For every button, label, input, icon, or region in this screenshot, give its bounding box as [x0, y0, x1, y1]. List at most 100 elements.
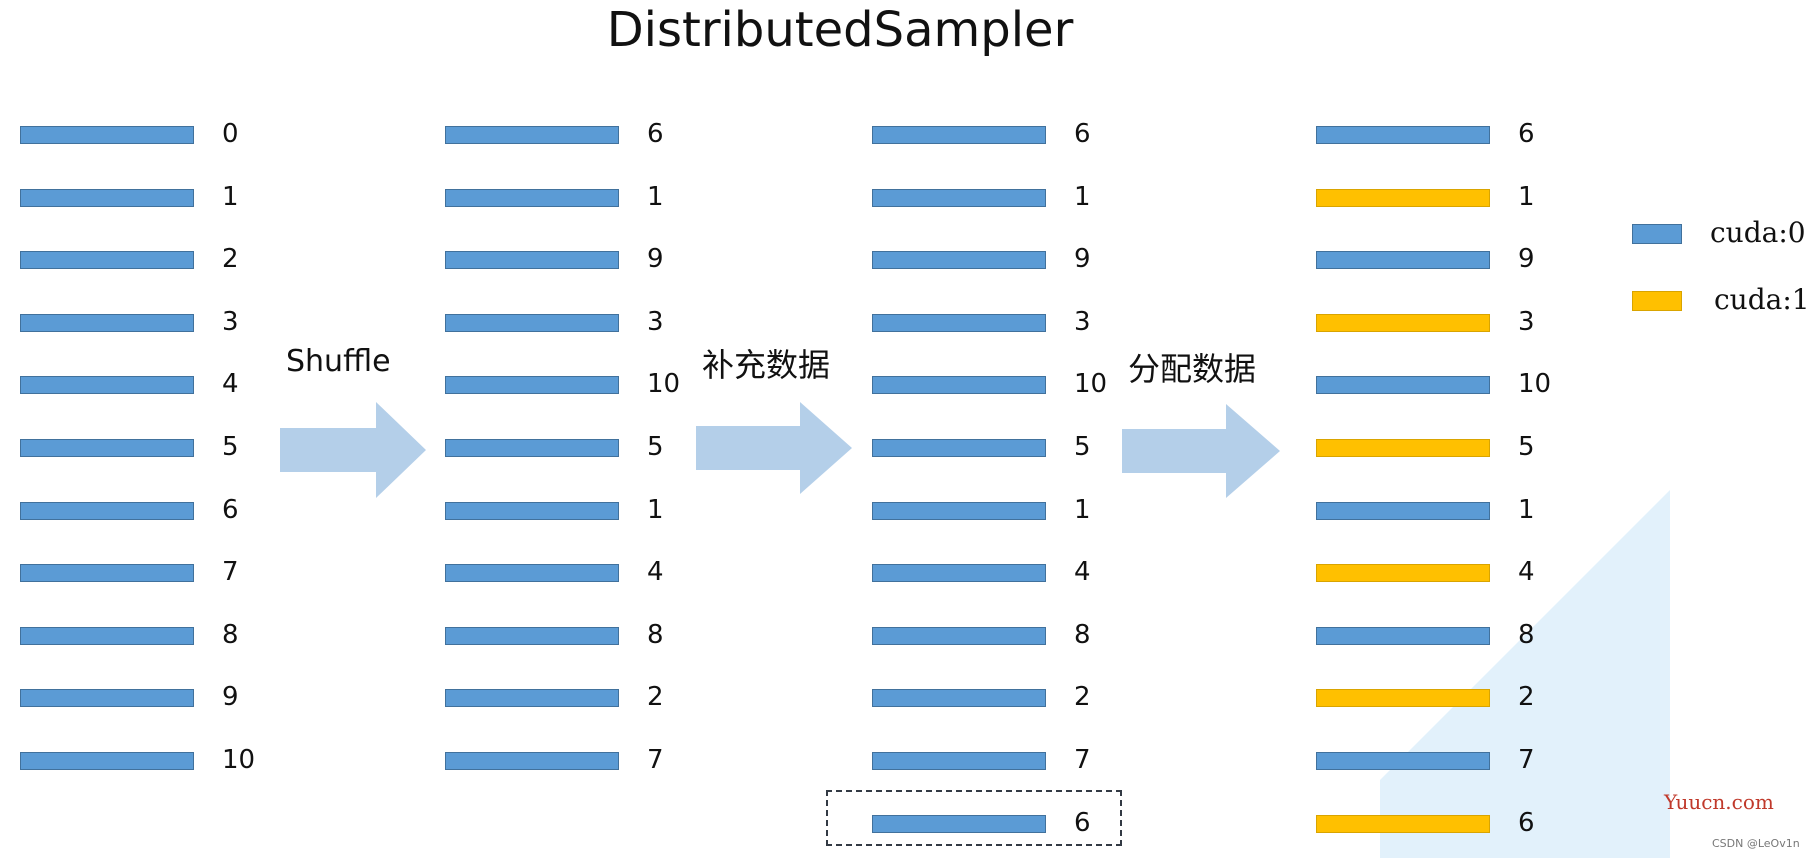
sample-row: 9 [445, 239, 765, 279]
sample-bar [1316, 188, 1490, 207]
sample-bar [445, 439, 619, 457]
sample-bar [1316, 251, 1490, 270]
arrow-right-icon [696, 402, 852, 494]
sample-row: 3 [445, 302, 765, 342]
sample-bar [445, 564, 619, 583]
sample-bar [1316, 689, 1490, 708]
sample-bar [1316, 501, 1490, 520]
sample-bar [872, 564, 1046, 583]
sample-bar [1316, 313, 1490, 332]
sample-bar [20, 188, 194, 207]
sample-index-label: 1 [222, 181, 239, 212]
sample-bar [445, 251, 619, 270]
sample-bar [1316, 439, 1490, 457]
sample-index-label: 3 [647, 306, 664, 337]
sample-index-label: 9 [1074, 244, 1091, 275]
sample-bar [20, 313, 194, 332]
sample-index-label: 10 [647, 369, 681, 400]
sample-index-label: 5 [647, 432, 664, 462]
sample-row: 7 [20, 552, 340, 592]
sample-index-label: 1 [1518, 494, 1535, 525]
sample-row: 2 [1316, 677, 1636, 717]
sample-index-label: 8 [647, 619, 664, 650]
sample-row: 1 [872, 490, 1192, 530]
sample-row: 9 [872, 239, 1192, 279]
sample-index-label: 4 [1074, 557, 1091, 588]
sample-bar [20, 251, 194, 270]
sample-bar [20, 626, 194, 645]
sample-bar [872, 501, 1046, 520]
sample-row: 6 [1316, 803, 1636, 843]
step-label-shuffle: Shuffle [286, 344, 391, 379]
legend-label-cuda-0: cuda:0 [1710, 216, 1806, 249]
sample-row: 1 [1316, 177, 1636, 217]
watermark-text: Yuucn.com [1664, 790, 1774, 814]
sample-bar [20, 376, 194, 395]
sample-row: 8 [1316, 615, 1636, 655]
sample-row: 2 [20, 239, 340, 279]
sample-row: 5 [1316, 427, 1636, 467]
credit-text: CSDN @LeOv1n [1712, 837, 1800, 850]
sample-bar [20, 689, 194, 708]
sample-index-label: 5 [1074, 432, 1091, 462]
sample-index-label: 10 [1518, 369, 1552, 400]
sample-row: 3 [1316, 302, 1636, 342]
sample-bar [872, 439, 1046, 457]
sample-index-label: 2 [1518, 682, 1535, 713]
sample-index-label: 9 [222, 682, 239, 713]
step-label-pad-data: 补充数据 [702, 346, 831, 384]
sample-row: 0 [20, 114, 340, 154]
sample-bar [1316, 126, 1490, 144]
legend-swatch-cuda-0 [1632, 224, 1682, 244]
sample-bar [872, 251, 1046, 270]
sample-row: 5 [872, 427, 1192, 467]
sample-bar [872, 626, 1046, 645]
sample-row: 6 [872, 114, 1192, 154]
sample-index-label: 7 [647, 745, 664, 775]
sample-bar [1316, 814, 1490, 833]
sample-bar [445, 689, 619, 708]
sample-row: 6 [445, 114, 765, 154]
sample-index-label: 3 [1074, 306, 1091, 337]
legend-swatch-cuda-1 [1632, 291, 1682, 311]
sample-row: 10 [20, 740, 340, 780]
sample-index-label: 1 [647, 181, 664, 212]
decorative-triangle [1380, 490, 1670, 858]
sample-row: 8 [20, 615, 340, 655]
arrow-right-icon [1122, 404, 1280, 498]
sample-row: 10 [1316, 364, 1636, 404]
sample-index-label: 2 [647, 682, 664, 713]
sample-index-label: 6 [1518, 119, 1535, 149]
sample-row: 4 [1316, 552, 1636, 592]
sample-bar [445, 626, 619, 645]
sample-row: 8 [445, 615, 765, 655]
sample-index-label: 9 [1518, 244, 1535, 275]
sample-index-label: 6 [1518, 807, 1535, 838]
sample-row: 3 [872, 302, 1192, 342]
padded-item-highlight [826, 790, 1122, 846]
sample-index-label: 10 [1074, 369, 1108, 400]
sample-bar [20, 752, 194, 770]
sample-bar [445, 752, 619, 770]
sample-bar [872, 376, 1046, 395]
sample-row: 1 [872, 177, 1192, 217]
sample-bar [445, 188, 619, 207]
sample-row: 4 [20, 364, 340, 404]
sample-index-label: 1 [647, 494, 664, 525]
sample-index-label: 2 [222, 244, 239, 275]
sample-index-label: 1 [1518, 181, 1535, 212]
sample-row: 6 [20, 490, 340, 530]
sample-bar [872, 752, 1046, 770]
sample-index-label: 6 [222, 494, 239, 525]
sample-bar [1316, 564, 1490, 583]
sample-index-label: 0 [222, 119, 239, 149]
sample-row: 5 [20, 427, 340, 467]
arrow-right-icon [280, 402, 426, 498]
sample-index-label: 8 [222, 619, 239, 650]
sample-row: 10 [872, 364, 1192, 404]
sample-index-label: 8 [1074, 619, 1091, 650]
sample-bar [1316, 752, 1490, 770]
sample-row: 1 [1316, 490, 1636, 530]
sample-row: 9 [20, 677, 340, 717]
sample-row: 9 [1316, 239, 1636, 279]
